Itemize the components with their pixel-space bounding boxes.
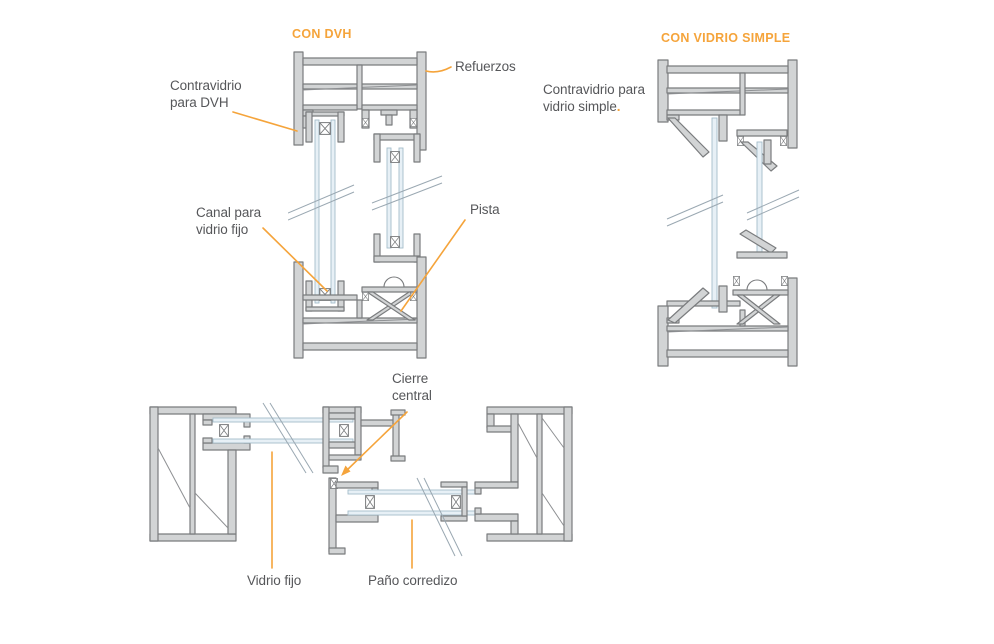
leader-contravidrio-dvh <box>232 111 298 132</box>
label-pista: Pista <box>470 202 500 217</box>
label-vidrio-fijo: Vidrio fijo <box>247 573 302 588</box>
label-cierre-central: Cierre central <box>392 370 432 404</box>
label-line: Canal para <box>196 205 262 220</box>
title-con-dvh: CON DVH <box>292 27 352 41</box>
label-line: vidrio simple. <box>543 99 621 114</box>
label-pano-corredizo: Paño corredizo <box>368 573 458 588</box>
label-line: Cierre <box>392 371 429 386</box>
horizontal-section-diagram <box>149 402 573 557</box>
leader-pista <box>400 219 466 312</box>
dvh-section-diagram <box>288 51 443 359</box>
label-line: vidrio fijo <box>196 222 249 237</box>
label-line: para DVH <box>170 95 229 110</box>
leader-cierre-central-arrowhead <box>341 465 351 476</box>
label-canal-para-vidrio-fijo: Canal para vidrio fijo <box>196 204 261 238</box>
leader-refuerzos <box>425 66 452 73</box>
leader-canal-vidrio-fijo <box>262 227 328 292</box>
vidrio-simple-section-diagram <box>657 59 800 367</box>
label-contravidrio-para-dvh: Contravidrio para DVH <box>170 77 242 111</box>
leader-cierre-central <box>344 411 408 473</box>
orange-period-mark: . <box>616 99 621 114</box>
label-line: Contravidrio <box>170 78 242 93</box>
label-line: Contravidrio para <box>543 82 645 97</box>
title-con-vidrio-simple: CON VIDRIO SIMPLE <box>661 31 791 45</box>
label-refuerzos: Refuerzos <box>455 59 516 74</box>
label-contravidrio-para-vidrio-simple: Contravidrio para vidrio simple. <box>543 81 645 115</box>
label-line: central <box>392 388 432 403</box>
